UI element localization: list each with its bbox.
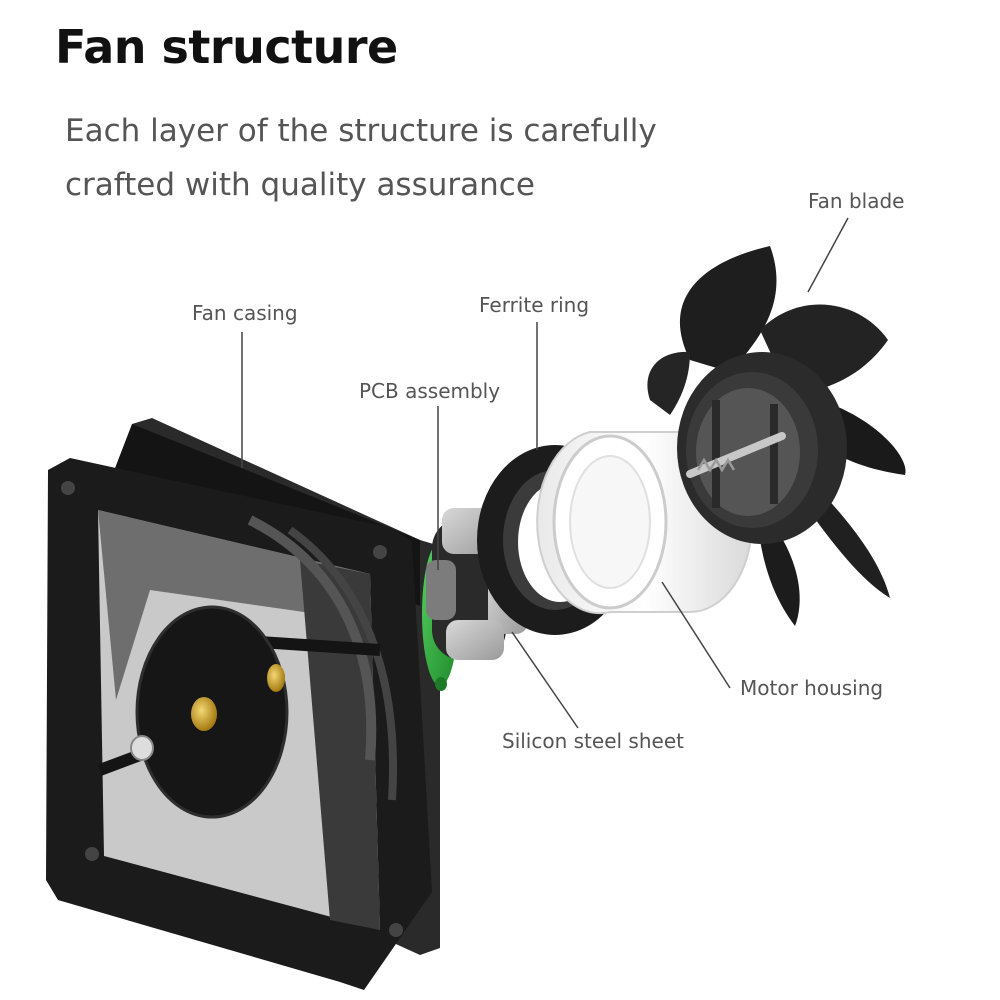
label-ferrite-ring: Ferrite ring (479, 293, 589, 317)
stator-pole-bottom (446, 620, 504, 660)
casing-screw-hole (389, 923, 403, 937)
casing-hub-rim (135, 605, 289, 819)
label-fan-blade: Fan blade (808, 189, 904, 213)
brass-bearing (191, 697, 217, 731)
label-motor-housing: Motor housing (740, 676, 883, 700)
blade (679, 246, 777, 372)
label-fan-casing: Fan casing (192, 301, 298, 325)
label-pcb-assembly: PCB assembly (359, 379, 500, 403)
casing-screw-hole (61, 481, 75, 495)
white-bushing (130, 735, 154, 761)
casing-curved-rib-2 (287, 526, 397, 801)
impeller-rib (770, 404, 778, 504)
label-silicon-steel-sheet: Silicon steel sheet (502, 729, 684, 753)
casing-screw-hole (373, 545, 387, 559)
leader-line-fan-blade (807, 217, 849, 293)
leader-line-motor-housing (661, 581, 731, 689)
pcb-component (435, 677, 447, 691)
blade (647, 351, 690, 415)
page-subtitle: Each layer of the structure is carefully… (65, 104, 785, 212)
stator-pole-left (426, 560, 456, 620)
casing-curved-rib (247, 515, 377, 761)
subtitle-line-1: Each layer of the structure is carefully (65, 113, 657, 149)
fan-casing (46, 418, 440, 990)
page-title: Fan structure (55, 20, 398, 74)
brass-pin (267, 664, 285, 692)
leader-lines (241, 217, 849, 729)
fan-blade (647, 246, 906, 626)
motor-shaft (686, 432, 786, 478)
leader-line-silicon-steel-sheet (511, 631, 579, 729)
blade (760, 520, 800, 626)
casing-inner-shadow (98, 510, 370, 700)
shaft-spring (696, 457, 736, 473)
motor-housing-inner (569, 455, 651, 589)
casing-screw-hole (85, 847, 99, 861)
subtitle-line-2: crafted with quality assurance (65, 167, 535, 203)
impeller-rib (712, 400, 720, 508)
